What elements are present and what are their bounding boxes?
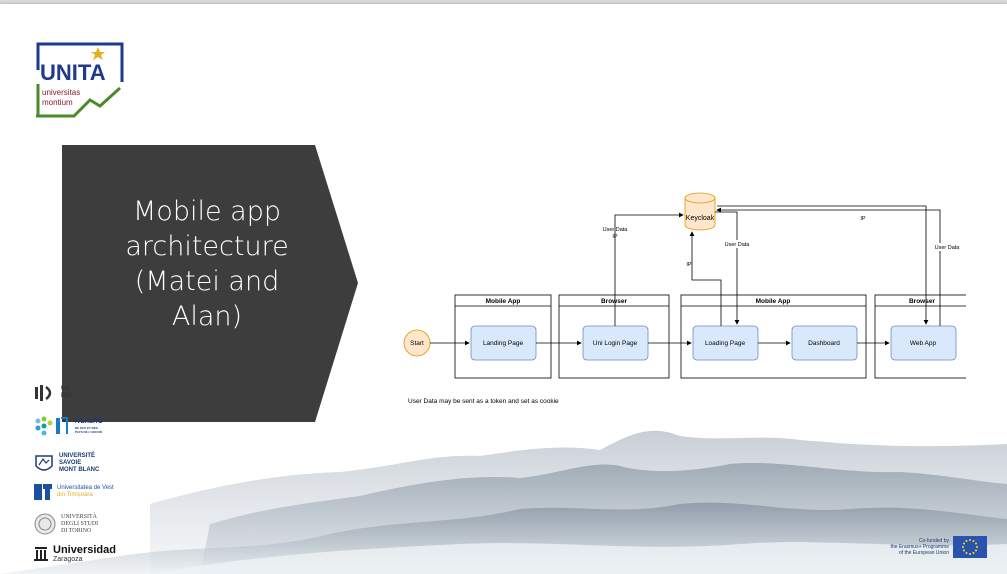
start-node: Start xyxy=(403,329,431,357)
node-label: Landing Page xyxy=(483,340,524,347)
title-line: Mobile app xyxy=(133,196,281,227)
node-landing-page: Landing Page xyxy=(470,325,537,361)
logo-wordmark: UNITA xyxy=(40,60,106,85)
node-label: Loading Page xyxy=(705,340,746,347)
start-label: Start xyxy=(410,340,424,347)
edge-label: User Data xyxy=(935,245,961,251)
edge-label: User Data xyxy=(603,227,629,233)
ubi-icon xyxy=(35,385,52,401)
title-line: (Matei and xyxy=(134,266,280,297)
mountain-background xyxy=(0,430,1007,574)
funding-line: of the European Union xyxy=(898,550,949,556)
container-title: Mobile App xyxy=(756,298,791,305)
title-banner xyxy=(62,145,358,422)
edge-label: IP xyxy=(860,216,866,222)
slide: UNITA universitas montium Mobile app arc… xyxy=(0,4,1007,574)
unita-logo: UNITA universitas montium xyxy=(36,42,124,118)
usmb-shield-icon xyxy=(35,454,53,471)
logo-tagline-1: universitas xyxy=(42,88,80,97)
edge-login-to-keycloak xyxy=(614,212,684,326)
eu-funding-badge: Co-funded by the Erasmus+ Programme of t… xyxy=(890,536,987,558)
edge-webapp-to-keycloak xyxy=(716,207,941,326)
container-title: Mobile App xyxy=(486,298,521,305)
edge-webapp-user-data xyxy=(717,205,929,325)
node-label: Uni Login Page xyxy=(593,340,638,347)
edge-label: IP xyxy=(612,234,618,240)
title-line: architecture xyxy=(125,231,289,262)
diagram-note: User Data may be sent as a token and set… xyxy=(408,398,559,405)
title-line: Alan) xyxy=(171,301,243,332)
container-title: Browser xyxy=(601,298,627,305)
container-title: Browser xyxy=(909,298,935,305)
edge-keycloak-to-loading xyxy=(715,211,740,325)
funding-line: Co-funded by xyxy=(918,538,949,544)
uvt-icon xyxy=(34,484,52,500)
edge-label: User Data xyxy=(725,242,751,248)
node-label: Dashboard xyxy=(808,340,840,347)
unizar-icon xyxy=(34,547,48,561)
funding-line: the Erasmus+ Programme xyxy=(890,544,950,550)
architecture-diagram: Keycloak Mobile App Browser Mobile App B… xyxy=(403,192,966,405)
node-web-app: Web App xyxy=(890,325,957,361)
node-label: Web App xyxy=(910,340,937,347)
edge-loading-to-keycloak xyxy=(689,231,722,326)
edge-label: IP xyxy=(686,262,692,268)
uppa-icon xyxy=(35,416,68,436)
slide-title: Mobile app architecture (Matei and Alan) xyxy=(92,194,322,334)
unito-seal-icon xyxy=(34,513,56,535)
eu-flag-icon xyxy=(953,536,987,558)
logo-tagline-2: montium xyxy=(42,98,73,107)
keycloak-label: Keycloak xyxy=(686,215,715,222)
keycloak-database: Keycloak xyxy=(684,192,716,231)
node-loading-page: Loading Page xyxy=(692,325,759,361)
node-uni-login-page: Uni Login Page xyxy=(582,325,649,361)
node-dashboard: Dashboard xyxy=(791,325,858,361)
